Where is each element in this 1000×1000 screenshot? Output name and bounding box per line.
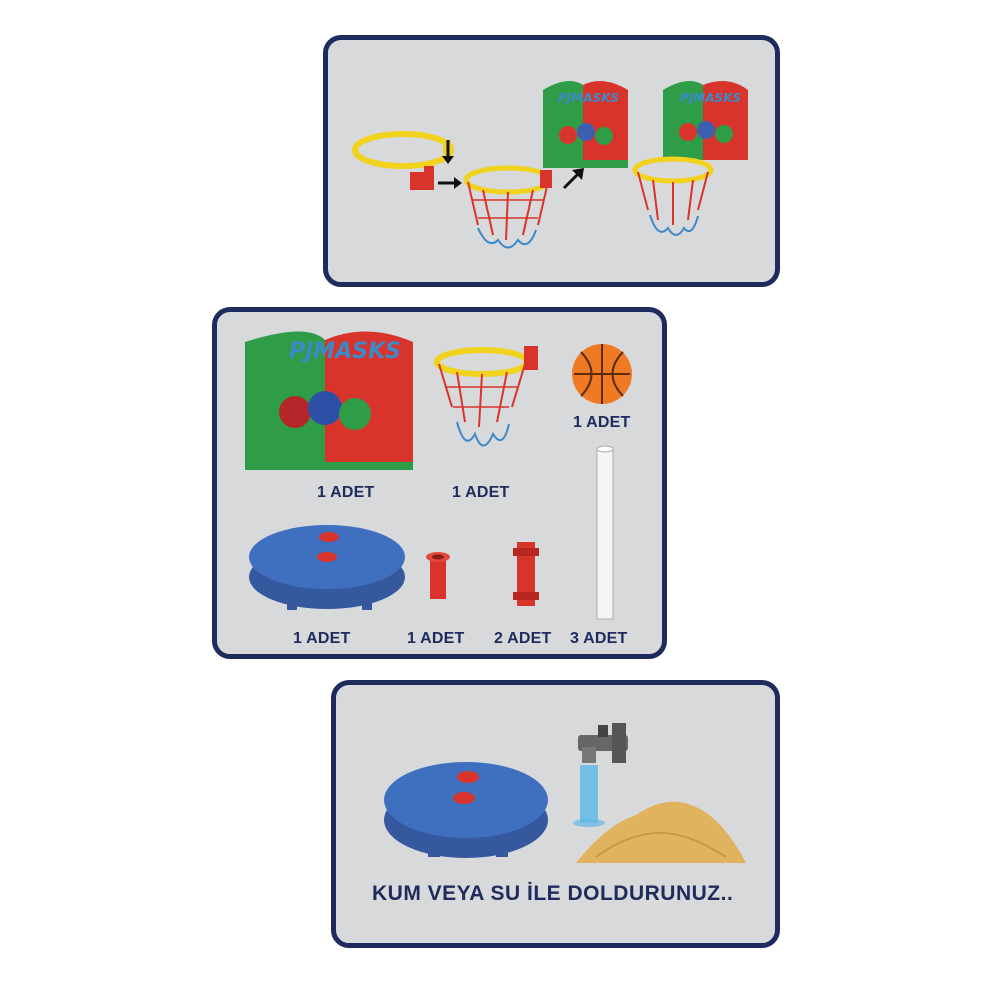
parts-panel: PJMASKS (212, 307, 667, 659)
backboard-icon: PJMASKS (543, 81, 628, 168)
base-fill-icon (384, 762, 548, 858)
backboard-logo-final: PJMASKS (680, 91, 741, 105)
final-assembly-icon: PJMASKS (632, 81, 748, 236)
arrow-down-icon (442, 140, 454, 164)
qty-base: 1 ADET (293, 630, 351, 647)
assembly-panel: PJMASKS PJMASKS (323, 35, 780, 287)
arrow-diagonal-icon (562, 168, 584, 190)
ball-icon (572, 344, 632, 404)
assembly-illustration: PJMASKS PJMASKS (352, 81, 748, 249)
fill-illustration (384, 723, 746, 863)
backboard-part-icon: PJMASKS (245, 331, 413, 470)
qty-pole: 3 ADET (570, 630, 628, 647)
qty-connector: 1 ADET (407, 630, 465, 647)
water-stream-icon (573, 765, 605, 827)
connector-icon (426, 552, 450, 599)
bracket-icon (410, 166, 434, 190)
arrow-right-icon (438, 177, 462, 189)
qty-rim: 1 ADET (452, 484, 510, 501)
qty-backboard: 1 ADET (317, 484, 375, 501)
faucet-icon (578, 723, 628, 763)
hoop-ring-icon (352, 131, 454, 169)
clip-icon (513, 542, 539, 606)
sand-pile-icon (576, 801, 746, 863)
qty-ball: 1 ADET (573, 414, 631, 431)
fill-instruction: KUM VEYA SU İLE DOLDURUNUZ.. (372, 882, 734, 905)
rim-with-net-icon (463, 165, 553, 249)
fill-panel: KUM VEYA SU İLE DOLDURUNUZ.. (331, 680, 780, 948)
pole-icon (596, 445, 614, 620)
rim-part-icon (434, 346, 538, 447)
backboard-logo: PJMASKS (558, 91, 619, 105)
qty-clip: 2 ADET (494, 630, 552, 647)
base-icon (249, 525, 405, 610)
parts-backboard-logo: PJMASKS (289, 339, 401, 364)
parts-illustration: PJMASKS (245, 331, 632, 620)
